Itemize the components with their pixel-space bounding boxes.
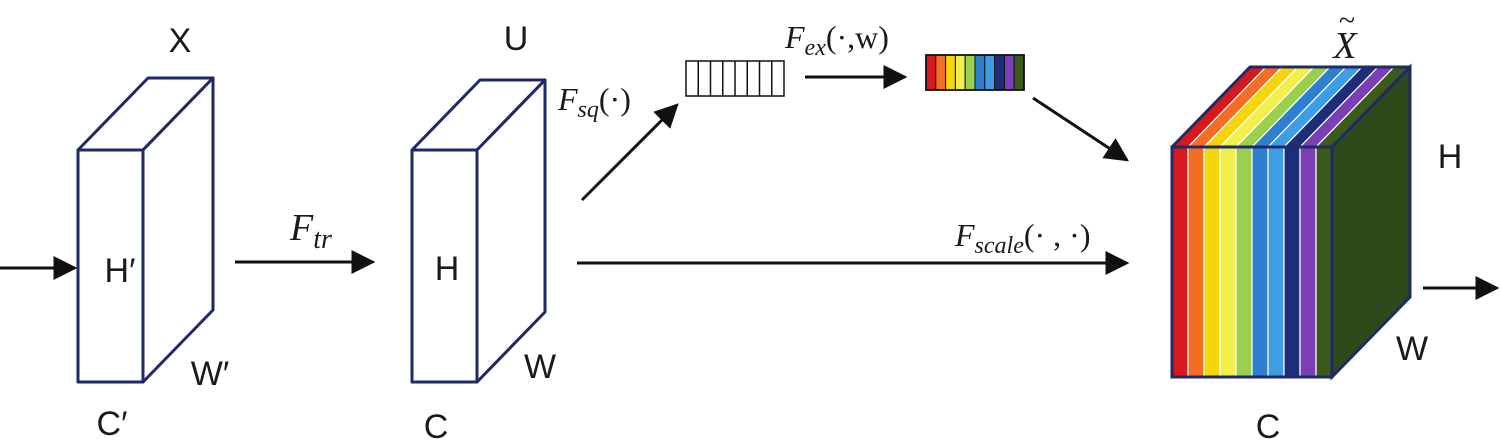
excitation-weight-cell [935, 54, 947, 91]
output-front-channel-slab [1235, 146, 1253, 378]
fsq-label: Fsq(·) [557, 81, 631, 123]
excitation-weight-cell [994, 54, 1005, 91]
fscale-label: Fscale(· , ·) [954, 217, 1090, 259]
u-width-label: W [524, 348, 556, 386]
output-front-channel-slab [1219, 146, 1237, 378]
output-front-channel-slab [1283, 146, 1301, 378]
output-front-channel-slab [1315, 146, 1333, 378]
excitation-weight-cell [954, 54, 966, 91]
x-height-label: H′ [105, 252, 136, 290]
excitation-weight-cell [1013, 54, 1025, 91]
fex-args: (·,w) [826, 19, 889, 55]
fsq-sub: sq [578, 97, 599, 123]
fex-label: Fex(·,w) [784, 19, 889, 61]
excitation-weight-cell [984, 54, 996, 91]
excitation-weight-cell [945, 54, 956, 91]
intermediate-tensor-u [410, 78, 547, 384]
output-channels-label: C [1256, 408, 1281, 441]
fsq-base: F [557, 81, 578, 117]
fscale-base: F [954, 217, 975, 253]
excite-to-output-arrow [1032, 96, 1130, 162]
x-top-label: X [169, 22, 192, 60]
u-height-label: H [435, 250, 460, 288]
fex-base: F [784, 19, 805, 55]
input-tensor-x [76, 76, 215, 384]
output-width-label: W [1396, 330, 1428, 368]
fsq-arrow [580, 103, 679, 202]
u-top-label: U [504, 20, 529, 58]
x-channels-label: C′ [97, 405, 128, 441]
output-front-channel-slab [1251, 146, 1269, 378]
x-width-label: W′ [191, 355, 229, 393]
output-front-channel-slab [1171, 146, 1189, 378]
excitation-vector [925, 54, 1025, 91]
excitation-weight-cell [1003, 54, 1015, 91]
output-height-label: H [1438, 138, 1463, 176]
output-front-channel-slab [1187, 146, 1205, 378]
fscale-sub: scale [975, 233, 1025, 259]
fsq-args: (·) [599, 81, 631, 117]
output-front-face-outline [1170, 145, 1334, 379]
ftr-base: F [289, 207, 314, 249]
excitation-weight-cell [974, 54, 986, 91]
ftr-label: Ftr [289, 207, 332, 255]
excitation-weight-cell [925, 54, 937, 91]
u-front-face [410, 148, 479, 384]
output-top-accent: ~ [1339, 4, 1355, 37]
x-front-face [76, 148, 145, 384]
excitation-weight-cell [964, 54, 976, 91]
excitation-vector-frame [925, 54, 1025, 91]
ftr-sub: tr [313, 224, 332, 255]
output-front-channel-slab [1267, 146, 1285, 378]
squeeze-vector [685, 60, 785, 97]
output-top-label: X [1331, 25, 1358, 67]
fex-sub: ex [805, 35, 827, 61]
fscale-args: (· , ·) [1024, 217, 1091, 253]
u-channels-label: C [424, 408, 449, 441]
output-front-channel-slab [1203, 146, 1221, 378]
output-front-channel-slab [1299, 146, 1317, 378]
output-tensor-x-tilde [1170, 63, 1412, 381]
